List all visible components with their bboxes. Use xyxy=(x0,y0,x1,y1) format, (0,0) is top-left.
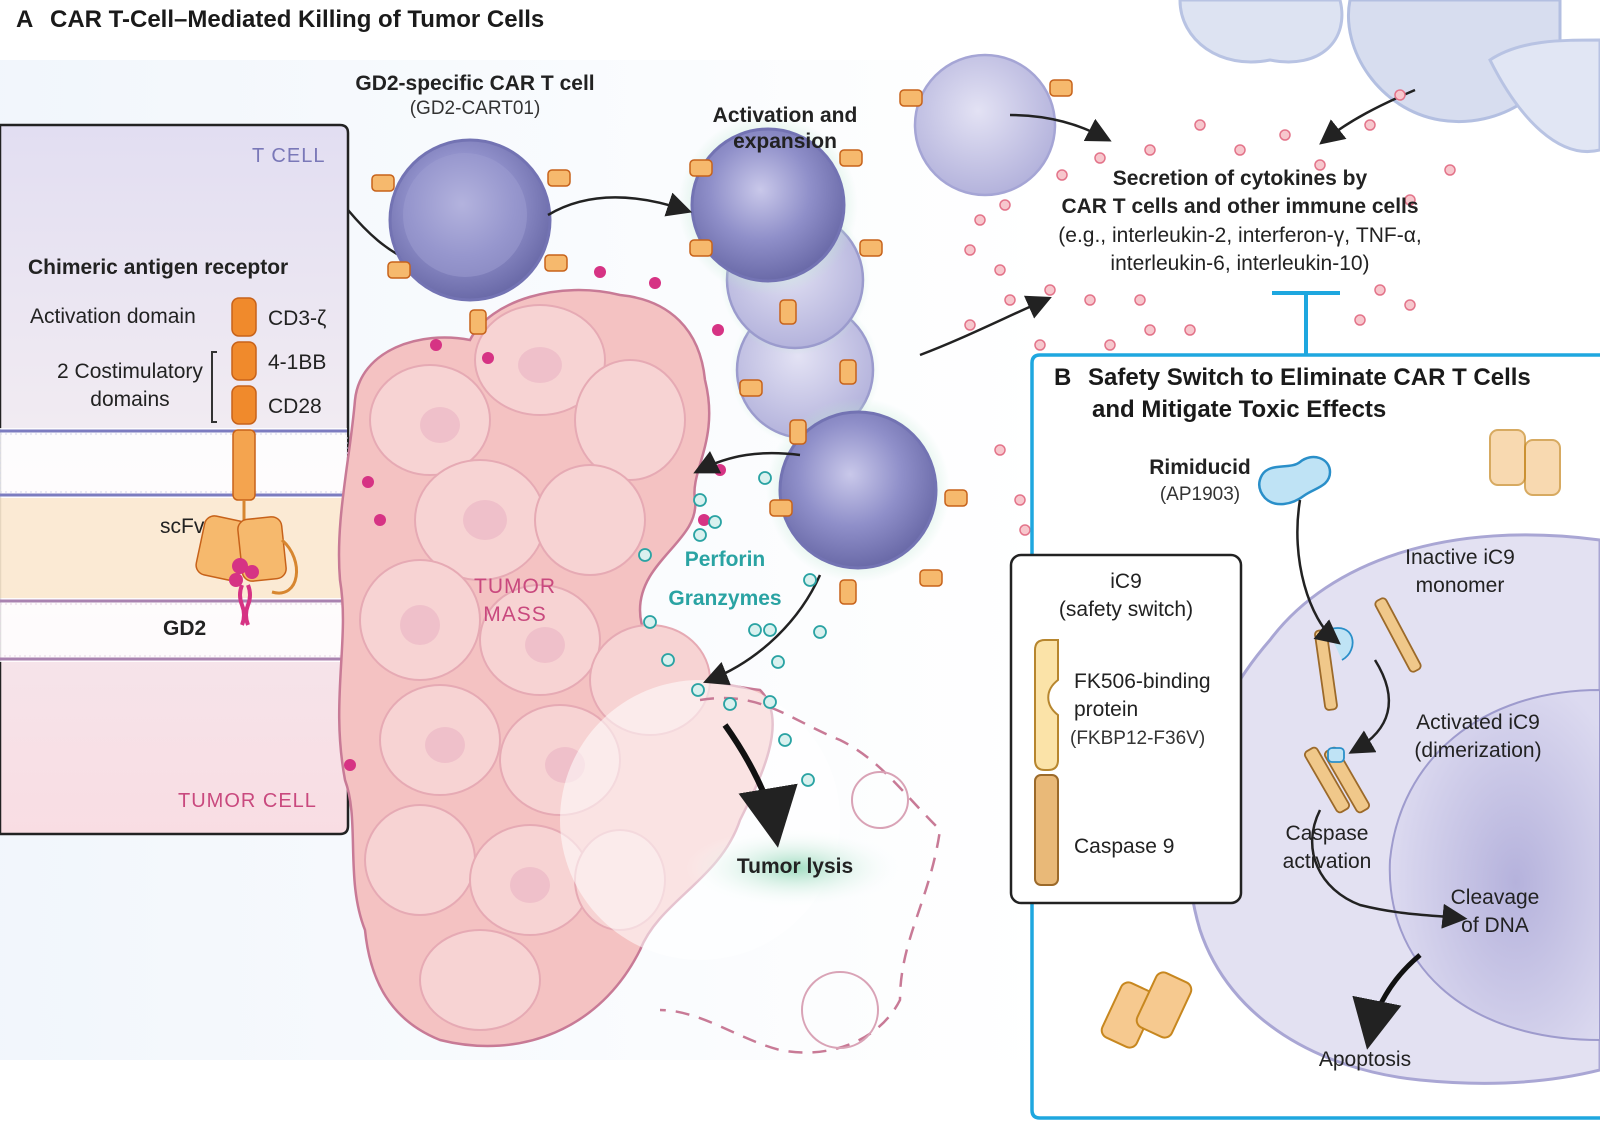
cleavage-line2: of DNA xyxy=(1461,914,1529,937)
gd2-surface-antigens xyxy=(344,266,726,771)
ic9-dimer xyxy=(1304,746,1370,814)
fk506-subtitle: (FKBP12-F36V) xyxy=(1070,728,1206,749)
tumor-lysis-glow xyxy=(685,828,905,908)
caspase-activation-line2: activation xyxy=(1282,850,1372,873)
arrow-dimerization xyxy=(1348,659,1391,754)
panel-b-receptors xyxy=(1100,429,1561,1049)
tumor-mass-line2: MASS xyxy=(483,603,547,626)
car-t-cell-subtitle: (GD2-CART01) xyxy=(409,98,541,119)
panel-b-title-line2: and Mitigate Toxic Effects xyxy=(1092,396,1387,423)
4-1bb-label: 4-1BB xyxy=(268,351,327,374)
gd2-antigen xyxy=(229,558,259,626)
cd3z-label: CD3-ζ xyxy=(268,307,327,330)
scfv-right xyxy=(237,516,287,582)
arrow-activation xyxy=(547,192,693,217)
lysed-fragment-1 xyxy=(801,971,879,1049)
panel-a-letter: A xyxy=(16,6,34,33)
panel-a-title: CAR T-Cell–Mediated Killing of Tumor Cel… xyxy=(50,6,545,33)
costim-label-line2: domains xyxy=(90,388,170,411)
arrow-granzymes xyxy=(703,574,822,686)
cd28-label: CD28 xyxy=(268,395,322,418)
4-1bb-domain xyxy=(231,341,257,381)
inactive-ic9-line1: Inactive iC9 xyxy=(1405,546,1515,569)
t-cell-label: T CELL xyxy=(252,145,326,167)
cd28-domain xyxy=(231,385,257,425)
panel-b-box xyxy=(1009,353,1600,1120)
tumor-cell-membrane xyxy=(0,598,348,662)
tumor-lysis-label: Tumor lysis xyxy=(736,855,854,878)
car-receptor xyxy=(195,297,298,626)
arrow-secretion-1 xyxy=(919,295,1052,357)
car-detail-box xyxy=(0,123,350,836)
ic9-title-line2: (safety switch) xyxy=(1058,598,1194,621)
t-cell-membrane xyxy=(0,428,348,498)
activation-label-line1: Activation and xyxy=(712,104,858,127)
car-t-cell-title: GD2-specific CAR T cell xyxy=(355,72,595,95)
lysed-fragment-2 xyxy=(851,771,909,829)
fk506-line2: protein xyxy=(1074,698,1139,721)
arrow-apoptosis xyxy=(1352,953,1422,1050)
apoptosis-label: Apoptosis xyxy=(1318,1048,1412,1071)
arrow-caspase-activation xyxy=(1310,809,1468,929)
panel-b-title-line1: Safety Switch to Eliminate CAR T Cells xyxy=(1088,364,1531,391)
cd3z-domain xyxy=(231,297,257,337)
fkbp-domain xyxy=(1034,639,1059,771)
ic9-inset-box xyxy=(1009,553,1243,905)
perforin-label: Perforin xyxy=(684,548,766,571)
caspase9-domain xyxy=(1034,774,1059,886)
car-t-cell-main xyxy=(371,138,571,335)
rimiducid-subtitle: (AP1903) xyxy=(1159,484,1241,505)
rimiducid-label: Rimiducid xyxy=(1149,456,1251,479)
cytokines-line1: Secretion of cytokines by xyxy=(1112,167,1368,190)
activation-domain-label: Activation domain xyxy=(30,305,196,328)
lysed-cell-outline xyxy=(659,696,942,1054)
cytokine-dots xyxy=(964,89,1456,536)
process-arrows xyxy=(547,88,1416,686)
caspase-activation-line1: Caspase xyxy=(1285,822,1369,845)
arrow-perforin xyxy=(693,450,801,474)
granzymes-label: Granzymes xyxy=(668,587,782,610)
activated-ic9-line1: Activated iC9 xyxy=(1416,711,1540,734)
car-t-cells-expanded xyxy=(678,53,1073,605)
caspase9-label: Caspase 9 xyxy=(1074,835,1175,858)
arrow-rimiducid-binding xyxy=(1296,499,1341,645)
inactive-ic9-line2: monomer xyxy=(1415,574,1505,597)
costim-label-line1: 2 Costimulatory xyxy=(57,360,203,383)
ic9-title-line1: iC9 xyxy=(1110,570,1142,593)
gd2-label: GD2 xyxy=(163,617,207,640)
activation-label-line2: expansion xyxy=(733,130,837,153)
cytokines-line2: CAR T cells and other immune cells xyxy=(1061,195,1419,218)
tumor-cell-label: TUMOR CELL xyxy=(178,790,317,812)
arrow-secretion-2 xyxy=(1009,113,1112,142)
target-t-cell xyxy=(1186,533,1600,1085)
activated-ic9-line2: (dimerization) xyxy=(1414,739,1542,762)
tumor-mass-line1: TUMOR xyxy=(474,575,556,598)
car-title: Chimeric antigen receptor xyxy=(28,256,289,279)
arrow-tumor-lysis xyxy=(722,723,798,848)
panel-b-arrows xyxy=(1296,499,1468,929)
perforin-granzyme-dots xyxy=(638,471,827,787)
cleavage-line1: Cleavage xyxy=(1450,886,1540,909)
scfv-label: scFv xyxy=(160,515,205,538)
ic9-molecule xyxy=(1034,639,1059,886)
transmembrane-domain xyxy=(232,429,256,501)
fk506-line1: FK506-binding xyxy=(1074,670,1211,693)
cytokines-line4: interleukin-6, interleukin-10) xyxy=(1110,252,1370,275)
cytokines-line3: (e.g., interleukin-2, interferon-γ, TNF-… xyxy=(1058,224,1422,247)
panel-b-letter: B xyxy=(1054,364,1072,391)
rimiducid-molecule xyxy=(1258,455,1332,506)
